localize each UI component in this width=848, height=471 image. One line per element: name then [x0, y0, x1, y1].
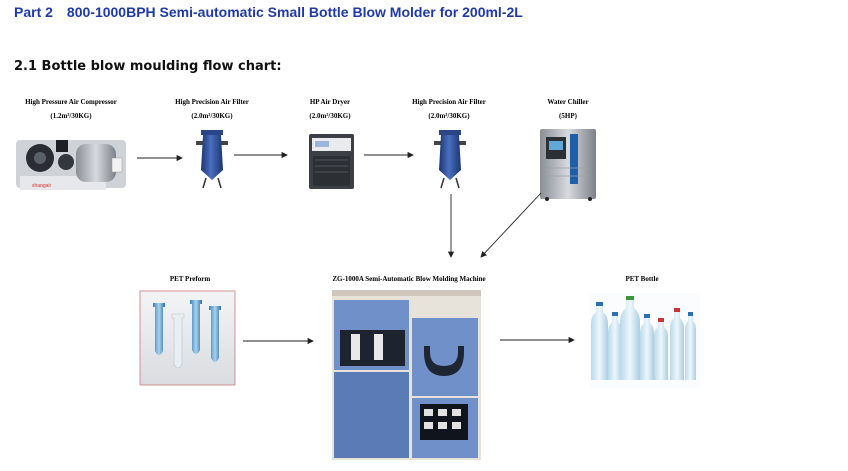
- filter1-name: High Precision Air Filter: [175, 98, 249, 106]
- label-bottle: PET Bottle: [625, 275, 659, 283]
- filter2-name: High Precision Air Filter: [412, 98, 486, 106]
- filter1-spec: (2.0m³/30KG): [191, 112, 233, 120]
- section-title: 2.1 Bottle blow moulding flow chart:: [14, 59, 282, 74]
- chiller-spec: (5HP): [559, 112, 577, 120]
- dryer-spec: (2.0m³/30KG): [309, 112, 351, 120]
- air-compressor-icon: shangair: [16, 140, 126, 190]
- pet-bottles-icon: [590, 293, 700, 388]
- air-filter-icon: [196, 130, 228, 189]
- label-filter-2: High Precision Air Filter (2.0m³/30KG): [412, 98, 486, 121]
- label-filter-1: High Precision Air Filter (2.0m³/30KG): [175, 98, 249, 121]
- svg-text:shangair: shangair: [32, 183, 52, 189]
- air-filter-icon: [434, 130, 466, 189]
- part-title: Part 2 800-1000BPH Semi-automatic Small B…: [14, 4, 523, 20]
- compressor-name: High Pressure Air Compressor: [25, 98, 117, 106]
- chiller-name: Water Chiller: [547, 98, 589, 106]
- air-dryer-icon: [309, 134, 354, 189]
- label-machine: ZG-1000A Semi-Automatic Blow Molding Mac…: [332, 275, 486, 283]
- part-text: 800-1000BPH Semi-automatic Small Bottle …: [66, 4, 523, 20]
- blow-molding-machine-icon: [332, 290, 481, 460]
- compressor-spec: (1.2m³/30KG): [50, 112, 92, 120]
- pet-preforms-icon: [139, 290, 236, 386]
- label-dryer: HP Air Dryer (2.0m³/30KG): [309, 98, 350, 121]
- label-chiller: Water Chiller (5HP): [547, 98, 588, 121]
- label-preform: PET Preform: [169, 275, 211, 283]
- water-chiller-icon: [540, 129, 596, 201]
- dryer-name: HP Air Dryer: [309, 98, 351, 106]
- part-label: Part 2: [14, 4, 53, 20]
- arrow-chiller-to-machine: [480, 192, 542, 258]
- filter2-spec: (2.0m³/30KG): [428, 112, 470, 120]
- label-compressor: High Pressure Air Compressor (1.2m³/30KG…: [25, 98, 117, 121]
